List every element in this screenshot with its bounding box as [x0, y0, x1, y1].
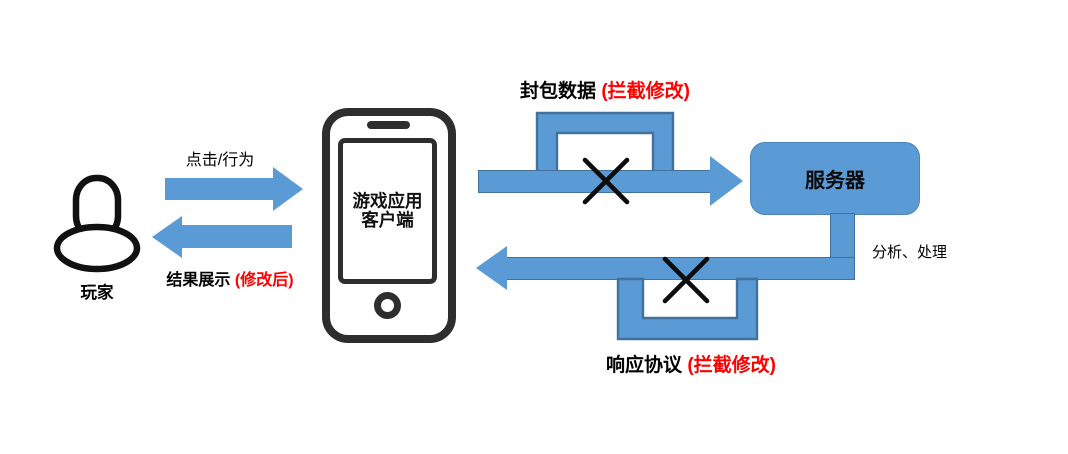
- phone-home-button: [374, 292, 401, 319]
- result-arrow-shaft: [180, 225, 292, 248]
- response-block-x-icon: [662, 256, 710, 304]
- packet-arrow-head: [710, 156, 743, 206]
- phone-icon: 游戏应用 客户端: [322, 108, 456, 343]
- result-arrow-head: [152, 216, 182, 258]
- client-label-line1: 游戏应用: [352, 191, 423, 211]
- click-arrow-label: 点击/行为: [185, 152, 255, 169]
- phone-speaker: [367, 121, 410, 129]
- response-intercept-bridge: [616, 277, 759, 341]
- player-label: 玩家: [80, 284, 114, 302]
- packet-block-x-icon: [582, 157, 630, 205]
- server-label: 服务器: [805, 170, 865, 192]
- process-label: 分析、处理: [872, 244, 948, 261]
- result-arrow-label: 结果展示 (修改后): [145, 266, 315, 290]
- result-label-black: 结果展示: [166, 272, 231, 289]
- phone-screen: 游戏应用 客户端: [338, 138, 437, 284]
- result-label-red: (修改后): [234, 272, 294, 289]
- response-arrow-head: [476, 246, 507, 290]
- packet-label-red: (拦截修改): [601, 81, 690, 102]
- client-label-line2: 客户端: [361, 210, 414, 230]
- response-arrow-label: 响应协议 (拦截修改): [566, 350, 816, 377]
- player-icon: [53, 174, 141, 273]
- packet-label-black: 封包数据: [520, 81, 597, 102]
- click-arrow-shaft: [165, 178, 273, 200]
- server-box: 服务器: [750, 142, 920, 215]
- response-label-black: 响应协议: [606, 355, 683, 376]
- response-label-red: (拦截修改): [687, 355, 776, 376]
- packet-arrow-label: 封包数据 (拦截修改): [480, 76, 730, 103]
- click-arrow-head: [273, 167, 303, 211]
